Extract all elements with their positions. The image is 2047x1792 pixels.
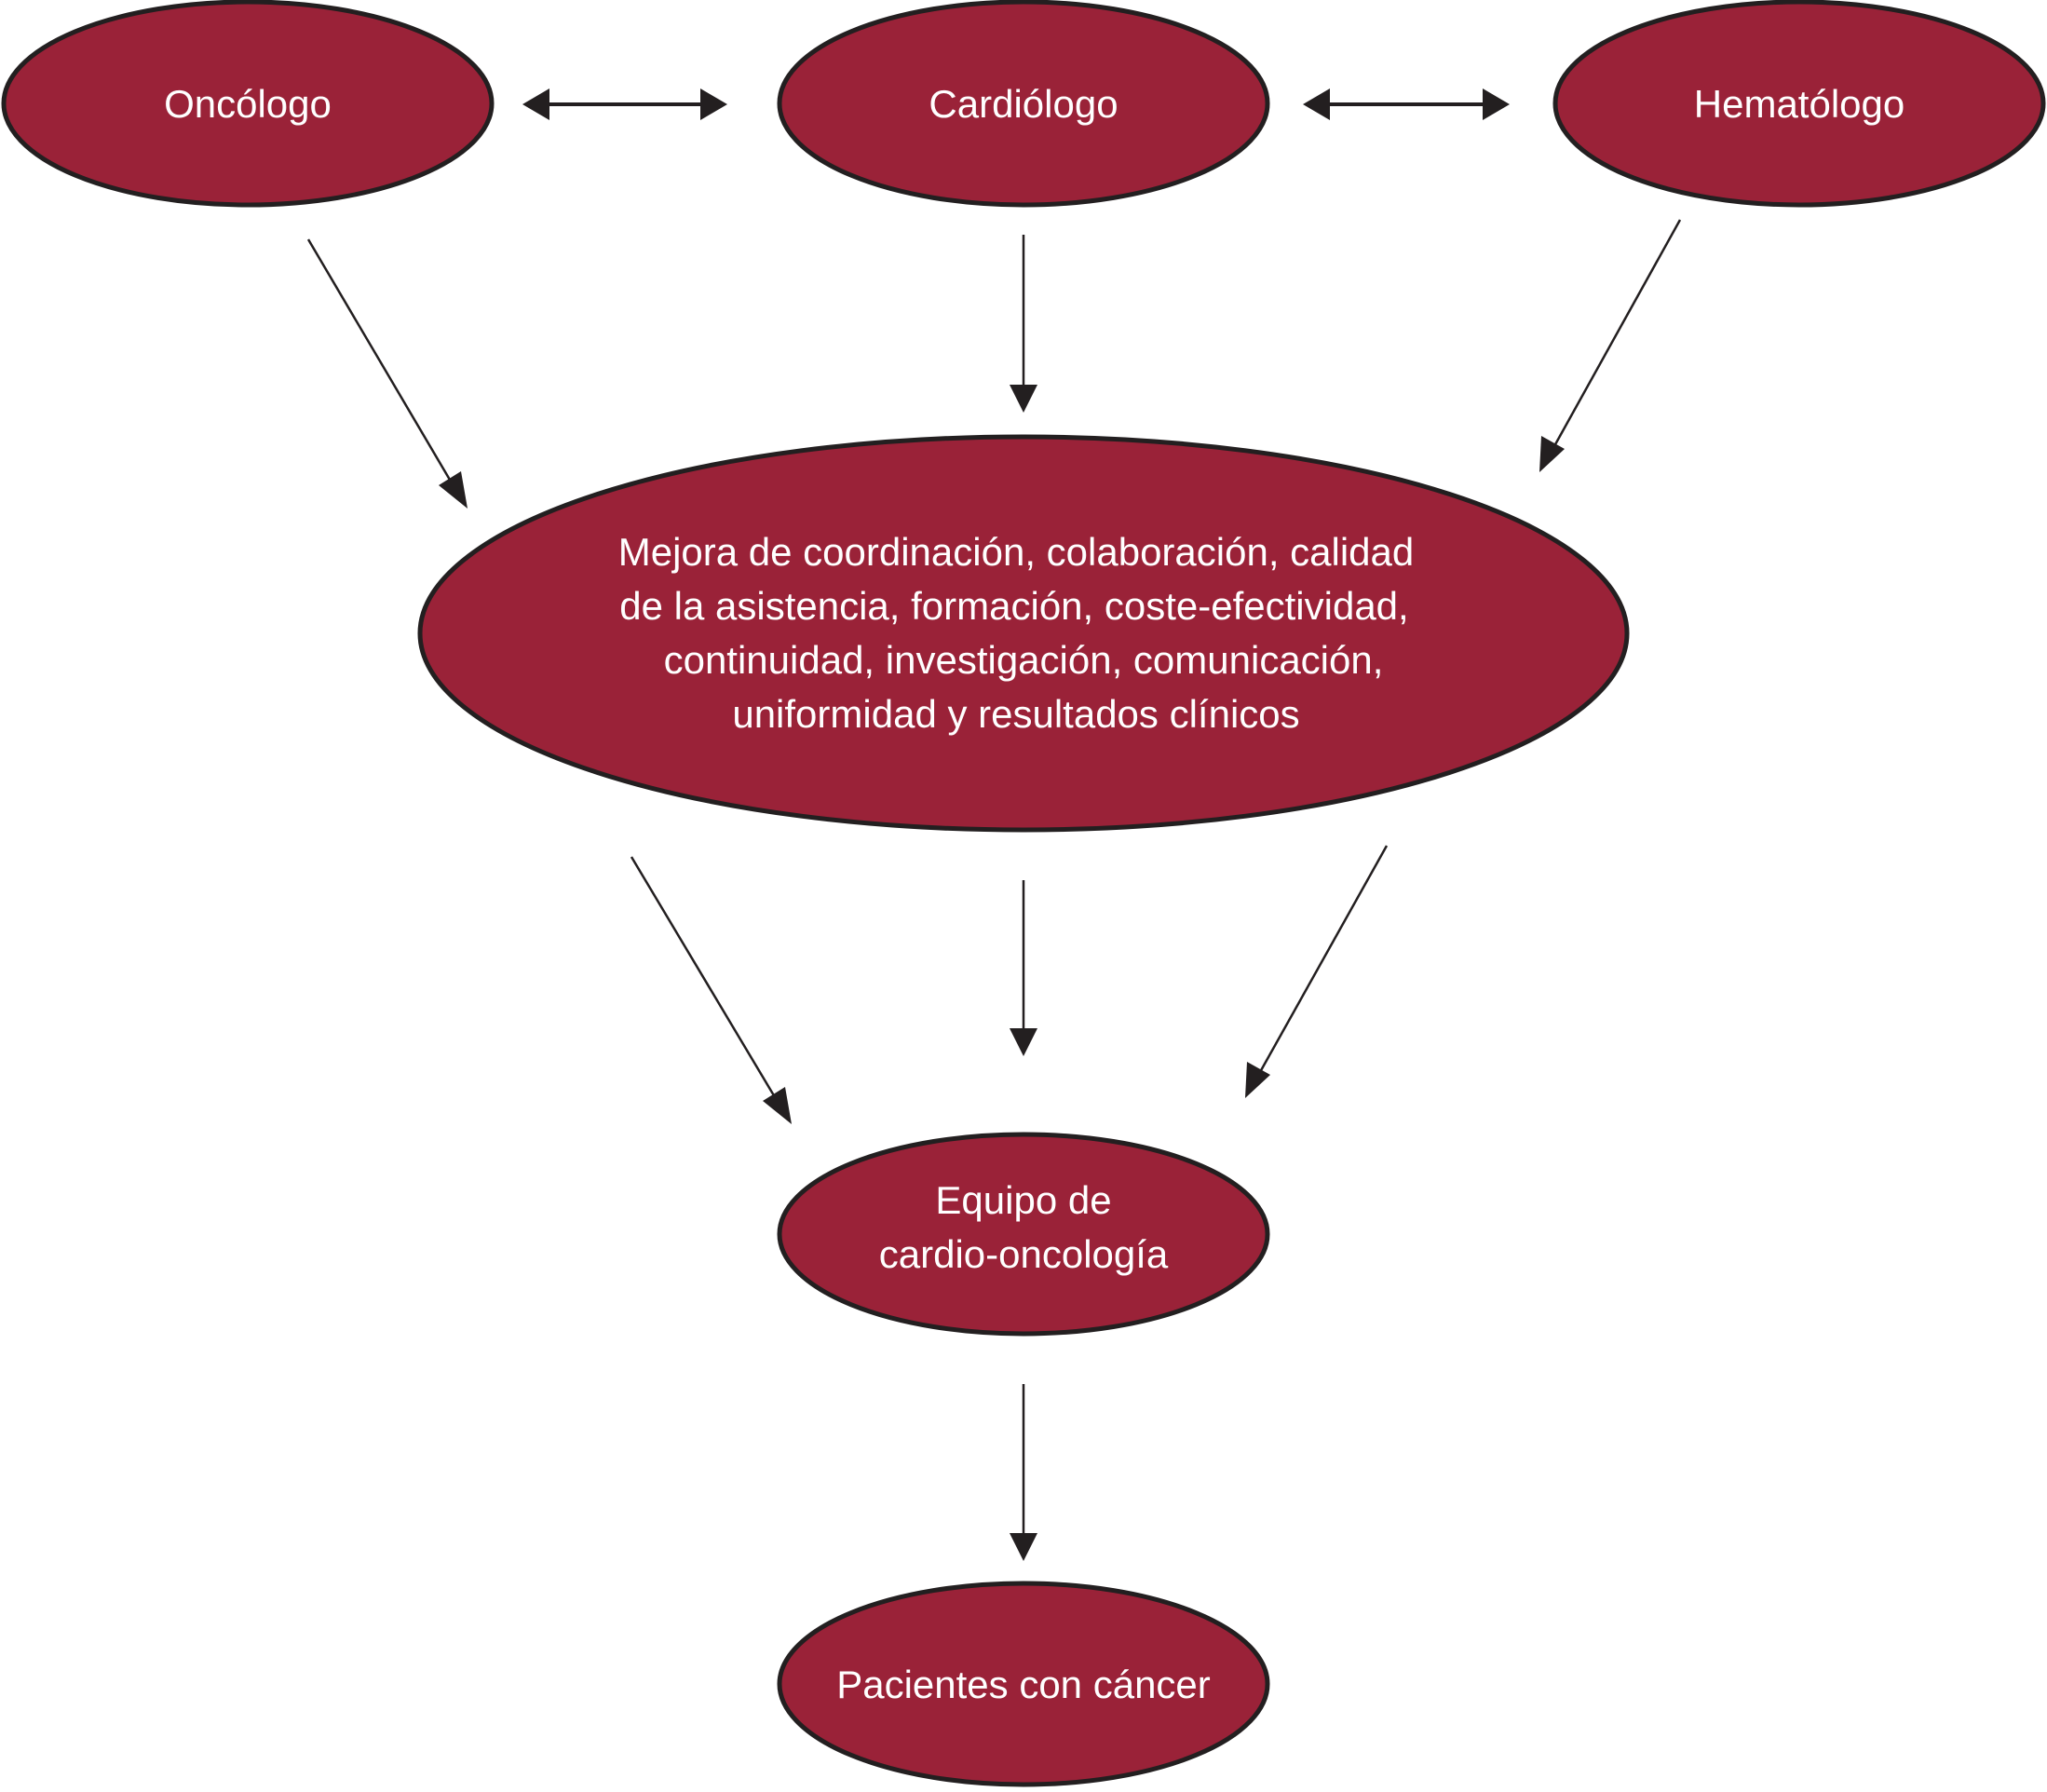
edge-hematologo-mejora bbox=[1539, 219, 1682, 472]
node-equipo: Equipo de cardio-oncología bbox=[777, 1132, 1270, 1337]
edge-mejora-equipo-right-line bbox=[1254, 845, 1389, 1081]
node-mejora-line-3: continuidad, investigación, comunicación… bbox=[664, 638, 1384, 682]
node-cardiologo: Cardiólogo bbox=[777, 0, 1270, 208]
node-cardiologo-shape bbox=[777, 0, 1270, 208]
arrowhead-down-icon bbox=[439, 471, 468, 509]
node-oncologo-shape bbox=[1, 0, 495, 208]
node-oncologo-label: Oncólogo bbox=[164, 82, 332, 126]
node-equipo-line-2: cardio-oncología bbox=[879, 1232, 1169, 1276]
node-hematologo-shape bbox=[1552, 0, 2046, 208]
edge-mejora-equipo-center bbox=[1010, 880, 1037, 1056]
arrowhead-down-icon bbox=[1539, 436, 1565, 472]
node-pacientes: Pacientes con cáncer bbox=[777, 1581, 1270, 1787]
node-equipo-shape bbox=[777, 1132, 1270, 1337]
node-pacientes-label: Pacientes con cáncer bbox=[836, 1663, 1211, 1706]
edge-equipo-pacientes bbox=[1010, 1384, 1037, 1561]
arrowhead-down-icon bbox=[1010, 1028, 1037, 1056]
arrowhead-down-icon bbox=[1010, 385, 1037, 413]
node-mejora-shape bbox=[417, 434, 1630, 833]
node-mejora-line-2: de la asistencia, formación, coste-efect… bbox=[619, 584, 1408, 628]
arrowhead-down-icon bbox=[763, 1087, 792, 1124]
edge-hematologo-mejora-line bbox=[1548, 219, 1682, 455]
node-hematologo: Hematólogo bbox=[1552, 0, 2046, 208]
node-mejora-line-4: uniformidad y resultados clínicos bbox=[732, 692, 1299, 736]
arrowhead-right-icon bbox=[700, 88, 727, 120]
node-hematologo-label: Hematólogo bbox=[1694, 82, 1905, 126]
edge-oncologo-mejora bbox=[306, 238, 468, 509]
arrowhead-right-icon bbox=[1483, 88, 1510, 120]
edge-mejora-equipo-right bbox=[1245, 845, 1389, 1098]
node-mejora: Mejora de coordinación, colaboración, ca… bbox=[417, 434, 1630, 833]
arrowhead-down-icon bbox=[1245, 1062, 1270, 1098]
node-pacientes-shape bbox=[777, 1581, 1270, 1787]
arrowhead-left-icon bbox=[1303, 88, 1330, 120]
edge-oncologo-cardiologo bbox=[522, 88, 727, 120]
edge-cardiologo-hematologo bbox=[1303, 88, 1510, 120]
node-mejora-line-1: Mejora de coordinación, colaboración, ca… bbox=[618, 530, 1415, 574]
edge-cardiologo-mejora bbox=[1010, 235, 1037, 413]
node-cardiologo-label: Cardiólogo bbox=[929, 82, 1118, 126]
arrowhead-left-icon bbox=[522, 88, 549, 120]
edge-oncologo-mejora-line bbox=[306, 238, 458, 492]
node-oncologo: Oncólogo bbox=[1, 0, 495, 208]
arrowhead-down-icon bbox=[1010, 1533, 1037, 1561]
edge-mejora-equipo-left-line bbox=[630, 856, 782, 1107]
node-equipo-line-1: Equipo de bbox=[935, 1178, 1111, 1222]
edge-mejora-equipo-left bbox=[630, 856, 792, 1124]
